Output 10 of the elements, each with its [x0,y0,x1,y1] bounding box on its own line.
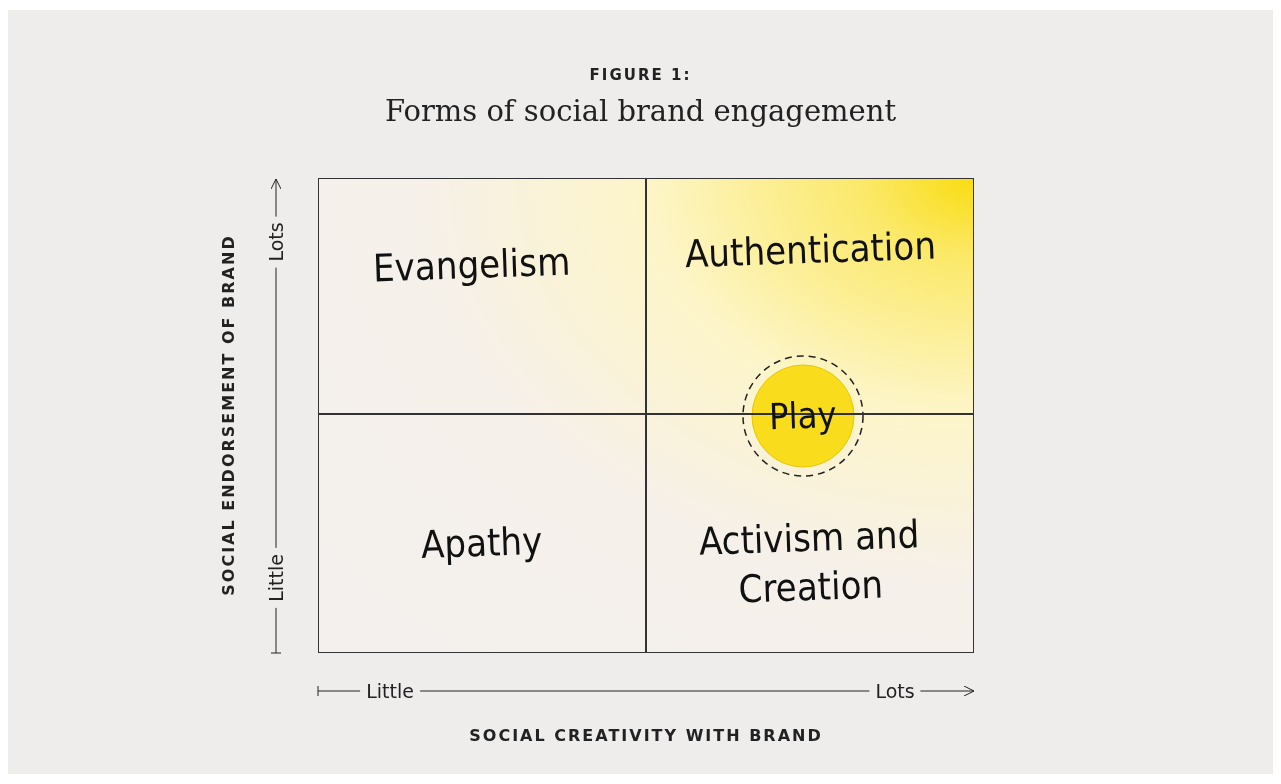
title: Forms of social brand engagement [383,94,898,128]
quadrant-cell [318,178,646,414]
quadrant-label: Evangelism [372,238,572,293]
axis-title: SOCIAL CREATIVITY WITH BRAND [469,725,823,745]
figure-number: FIGURE 1: [588,66,693,84]
quadrant-cell [318,414,646,653]
quadrant-label: Apathy [420,517,544,569]
axis-title: SOCIAL ENDORSEMENT OF BRAND [218,234,238,596]
quadrant-label: Authentication [683,222,937,279]
quadrant-label: Activism and Creation [697,511,922,614]
